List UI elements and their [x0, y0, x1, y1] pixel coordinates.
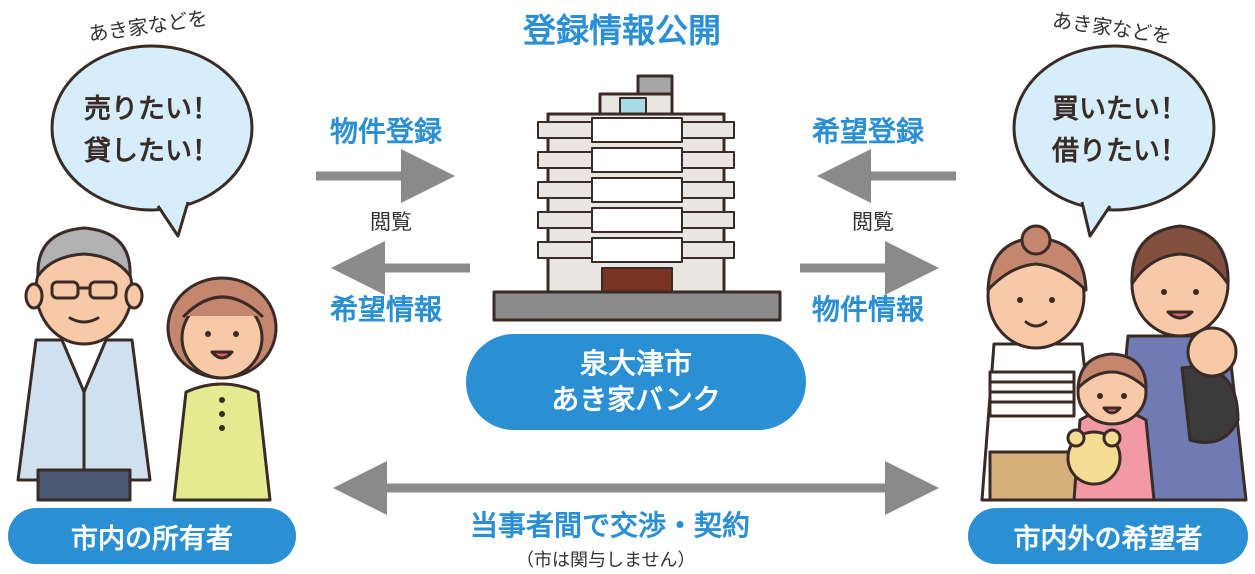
negotiation-label: 当事者間で交渉・契約 — [470, 509, 751, 542]
owner-bubble-line-1: 売りたい！ — [84, 94, 219, 125]
browse-right-label: 閲覧 — [852, 210, 894, 234]
owner-bubble-line-2: 貸したい！ — [84, 136, 219, 167]
owner-label: 市内の所有者 — [8, 508, 296, 564]
owner-label-text: 市内の所有者 — [71, 523, 233, 555]
akiya-bank-label: 泉大津市 あき家バンク — [466, 334, 806, 430]
property-register-label: 物件登録 — [330, 115, 443, 148]
seeker-bubble-line-2: 借りたい！ — [1052, 136, 1187, 167]
family-figures — [980, 224, 1248, 502]
elderly-woman-figure — [166, 276, 278, 502]
seeker-label-text: 市内外の希望者 — [1013, 523, 1203, 555]
property-info-label: 物件情報 — [812, 293, 925, 326]
browse-left-label: 閲覧 — [370, 210, 412, 234]
akiya-bank-line-1: 泉大津市 — [579, 346, 692, 380]
akiya-bank-line-2: あき家バンク — [551, 383, 721, 416]
diagram-title: 登録情報公開 — [523, 11, 721, 50]
wish-register-label: 希望登録 — [812, 115, 925, 148]
owner-speech-bubble — [50, 44, 254, 238]
negotiation-note: （市は関与しません） — [516, 550, 696, 571]
wish-info-label: 希望情報 — [330, 293, 443, 326]
seeker-speech-bubble — [1012, 44, 1216, 238]
flow-arrows — [316, 149, 956, 515]
building-icon — [492, 74, 782, 322]
seeker-bubble-line-1: 買いたい！ — [1052, 94, 1187, 125]
elderly-man-figure — [16, 226, 152, 502]
seeker-label: 市内外の希望者 — [968, 508, 1248, 564]
